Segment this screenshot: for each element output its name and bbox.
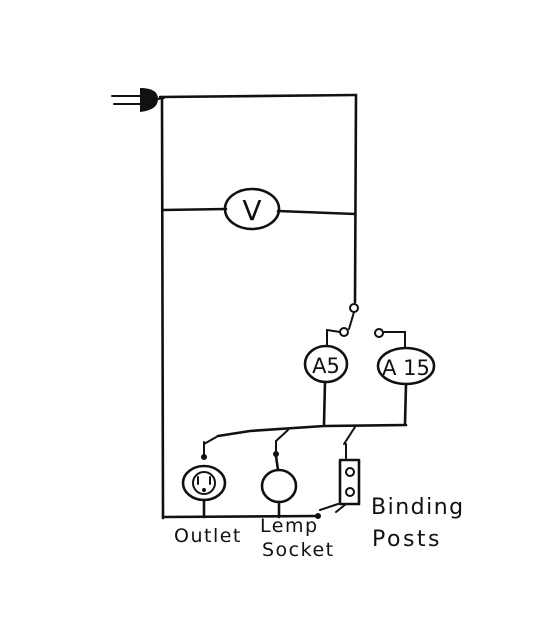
meter-selector-switch <box>326 303 406 349</box>
outlet-label: Outlet <box>174 525 242 547</box>
main-wiring <box>158 93 358 520</box>
lamp-socket-label-line2: Socket <box>262 539 335 561</box>
ammeter-15: A 15 <box>376 346 436 426</box>
lamp-socket-icon <box>260 454 298 519</box>
ammeter-5-label: A5 <box>312 354 340 378</box>
binding-posts-icon <box>315 458 361 519</box>
lamp-socket-label-line1: Lemp <box>260 515 319 537</box>
load-switches <box>201 426 356 460</box>
ammeter-15-label: A 15 <box>382 356 430 380</box>
voltmeter: V <box>223 187 281 231</box>
load-bus <box>216 423 408 438</box>
binding-posts-label-line2: Posts <box>372 527 442 552</box>
power-plug-icon <box>111 88 165 112</box>
voltmeter-label: V <box>242 194 261 227</box>
ammeter-5: A5 <box>303 344 349 426</box>
outlet-icon <box>181 464 227 519</box>
binding-posts-label-line1: Binding <box>371 495 465 520</box>
